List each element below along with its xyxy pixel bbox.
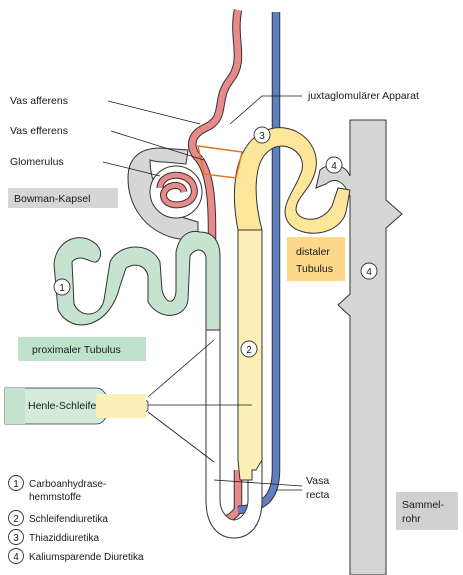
svg-text:1: 1 [13,479,19,490]
svg-text:4: 4 [331,161,337,172]
afferent-arteriole [192,10,238,160]
svg-text:1: 1 [59,283,65,294]
legend-text-1b: hemmstoffe [29,492,81,503]
glomerulus-coil [150,166,202,218]
collecting-duct [316,120,402,575]
legend-item-4: 4 Kaliumsparende Diuretika [9,549,144,564]
label-distaler-1: distaler [296,246,330,258]
svg-text:4: 4 [13,552,19,563]
label-juxtaglomerular: juxtaglomulärer Apparat [307,90,419,102]
marker-4-collecting: 4 [361,263,377,279]
legend-item-1: 1 Carboanhydrase- hemmstoffe [9,476,107,504]
legend-item-3: 3 Thiaziddiuretika [9,530,100,545]
svg-text:2: 2 [13,514,19,525]
marker-3: 3 [254,127,270,143]
label-vas-afferens: Vas afferens [10,95,68,107]
label-vas-efferens: Vas efferens [10,125,68,137]
label-distaler-2: Tubulus [296,263,333,275]
label-proximaler-tubulus: proximaler Tubulus [32,344,121,356]
svg-text:3: 3 [259,131,265,142]
svg-text:3: 3 [13,533,19,544]
legend-text-4: Kaliumsparende Diuretika [29,552,144,563]
label-bowman-kapsel: Bowman-Kapsel [14,193,90,205]
marker-2: 2 [241,341,257,357]
legend-text-3: Thiaziddiuretika [29,533,99,544]
label-sammel-2: rohr [402,513,421,525]
svg-text:2: 2 [246,345,252,356]
marker-1: 1 [54,279,70,295]
label-vasa-2: recta [306,489,330,501]
proximal-tubule [54,231,220,330]
legend-text-1a: Carboanhydrase- [29,479,106,490]
marker-4-distal: 4 [326,157,342,173]
label-henle-schleife: Henle-Schleife [28,400,96,412]
legend-item-2: 2 Schleifendiuretika [9,511,109,526]
label-glomerulus: Glomerulus [10,156,64,168]
svg-text:4: 4 [366,267,372,278]
legend-text-2: Schleifendiuretika [29,514,108,525]
label-vasa-1: Vasa [306,475,329,487]
label-sammel-1: Sammel- [402,499,445,511]
legend: 1 Carboanhydrase- hemmstoffe 2 Schleifen… [9,476,144,564]
